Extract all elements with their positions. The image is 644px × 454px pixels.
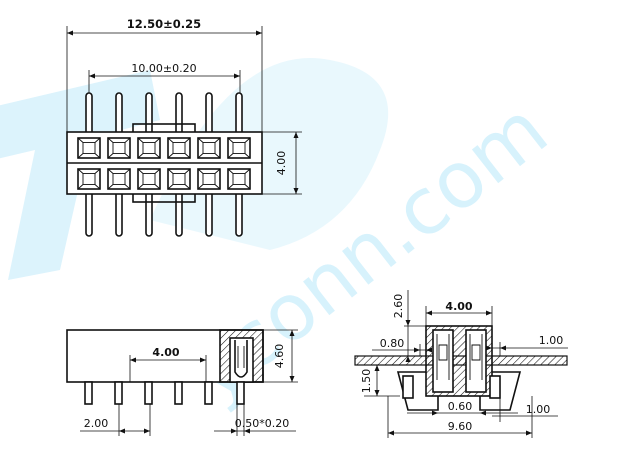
side-section-cavity [229,337,254,383]
dim-cross-total: 9.60 [448,420,473,433]
dim-pin-size: 0.50*0.20 [235,417,289,430]
dim-body-height: 4.00 [275,151,288,176]
cross-cavity-right [465,329,487,393]
dim-pin-span: 10.00±0.20 [131,62,196,75]
cross-contacts [436,334,483,380]
dim-cross-top: 4.00 [445,300,472,313]
dim-arrows-cross-right [486,345,506,351]
top-view: 12.50±0.25 10.00±0.20 [66,17,302,237]
side-contact-inner [237,346,245,368]
dim-cross-gap: 0.60 [448,400,473,413]
cross-contact-windows [438,344,481,361]
dim-side-mid: 4.00 [152,346,179,359]
dim-cross-small: 1.00 [526,403,551,416]
dim-cross-left: 0.80 [380,337,405,350]
dim-overall-width: 12.50±0.25 [127,17,201,31]
dim-cross-right: 1.00 [539,334,564,347]
cross-pad-right [489,375,501,399]
cross-leg-right [479,371,522,411]
cross-leg-left [396,371,439,411]
side-contact-spring [234,340,248,378]
top-pins-upper [85,92,243,138]
dim-side-height: 4.60 [273,344,286,369]
cross-cavity-left [432,329,454,393]
dim-arrows-pin-size [231,428,250,434]
dim-arrows-side-height [289,330,295,382]
dim-arrows-cross-left [414,347,432,353]
dim-cross-depth: 1.50 [360,369,373,394]
cross-section-view: 4.00 2.60 0.80 1.00 1.50 0.60 1.00 [354,290,568,438]
dim-pitch: 2.00 [84,417,109,430]
contact-cavities [77,137,251,190]
cross-pad-left [402,375,414,399]
side-view: 4.00 4.60 2.00 0.50*0.20 [66,329,298,436]
side-pins [84,381,245,405]
dim-cross-offset: 2.60 [392,294,405,319]
